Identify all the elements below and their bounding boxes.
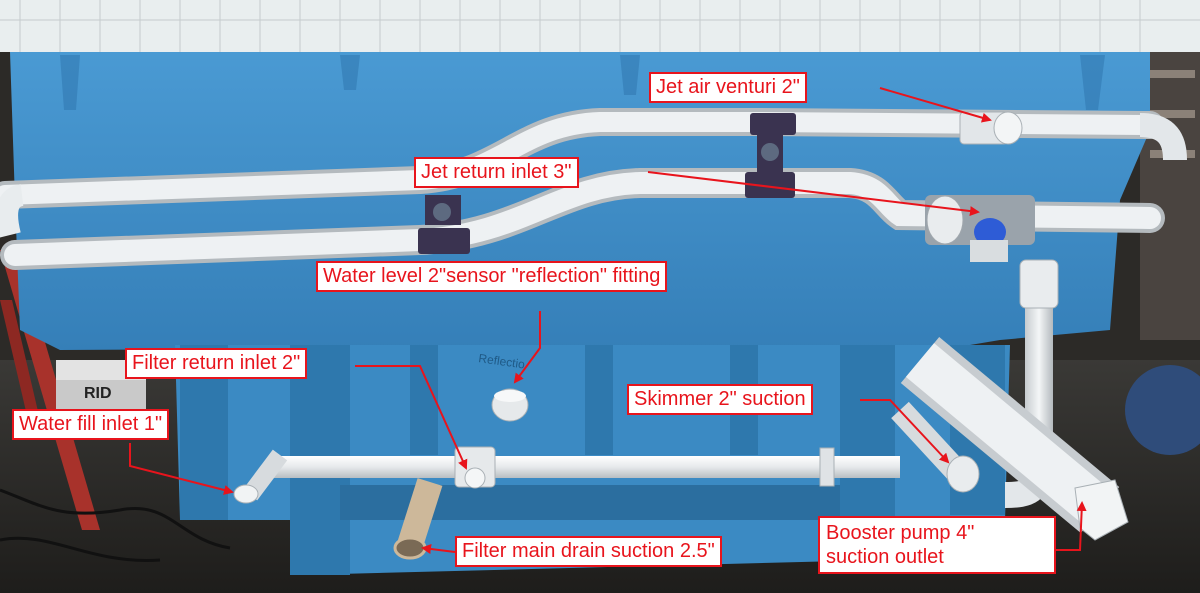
- label-filter-main-drain: Filter main drain suction 2.5": [455, 536, 722, 567]
- label-skimmer-suction: Skimmer 2" suction: [627, 384, 813, 415]
- tub-rim: [0, 0, 1200, 52]
- label-booster-pump-line1: Booster pump 4": [826, 522, 975, 544]
- main-drain-pipe: [393, 478, 443, 560]
- label-booster-pump-line2: suction outlet: [826, 546, 944, 568]
- tub-stencil-text: Reflectio: [478, 351, 527, 371]
- label-jet-return-inlet: Jet return inlet 3": [414, 157, 579, 188]
- union-fittings: [418, 113, 796, 254]
- label-water-fill-inlet: Water fill inlet 1": [12, 409, 170, 440]
- pump-motor: [1125, 365, 1200, 455]
- filter-return-tee: [454, 446, 496, 489]
- venturi-fitting: [959, 111, 1023, 145]
- label-jet-air-venturi: Jet air venturi 2": [649, 72, 807, 103]
- label-water-level-sensor: Water level 2"sensor "reflection" fittin…: [316, 261, 668, 292]
- filter-return-pipe: [270, 456, 900, 478]
- toolbox-brand-text: RID: [84, 385, 112, 402]
- label-filter-return-inlet: Filter return inlet 2": [125, 348, 308, 379]
- water-fill-pipe: [233, 449, 288, 504]
- booster-pump-pipe: [900, 336, 1129, 541]
- water-level-sensor-fitting: [491, 388, 529, 422]
- label-booster-pump: Booster pump 4" suction outlet: [818, 516, 1056, 574]
